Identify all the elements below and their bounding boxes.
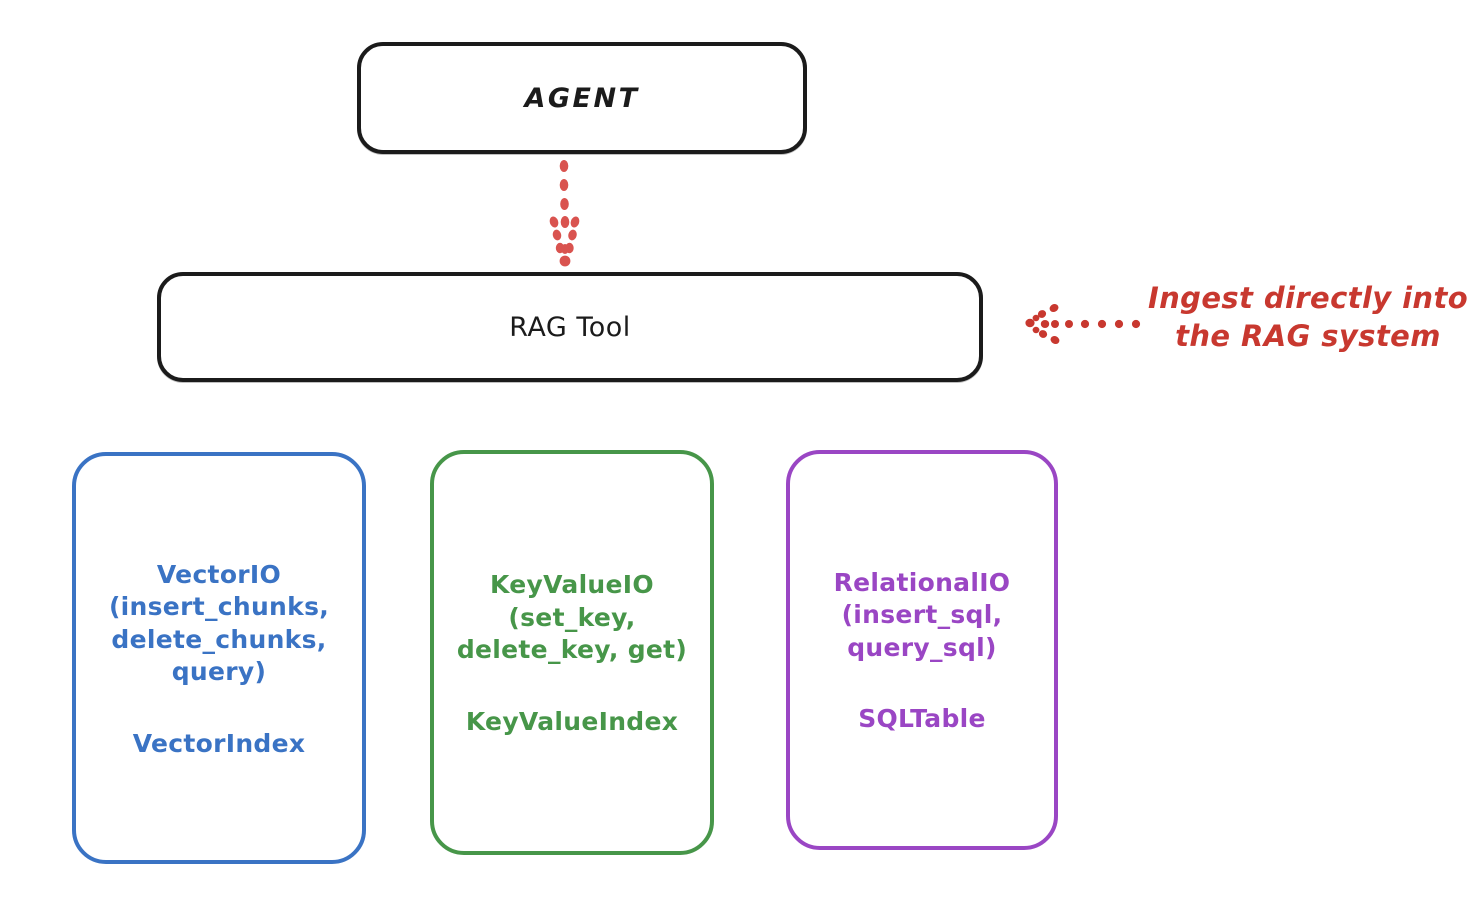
- node-relational-io-index: SQLTable: [858, 704, 986, 734]
- node-vector-io-index: VectorIndex: [132, 728, 306, 758]
- node-rag-tool[interactable]: RAG Tool: [157, 272, 983, 382]
- node-agent[interactable]: AGENT: [357, 42, 807, 154]
- connector-ingest-arrow-icon: [1025, 304, 1141, 344]
- node-key-value-io-api: KeyValueIO (set_key, delete_key, get): [456, 570, 688, 665]
- node-agent-label: AGENT: [524, 82, 640, 114]
- node-relational-io[interactable]: RelationalIO (insert_sql, query_sql) SQL…: [786, 450, 1058, 850]
- node-relational-io-api: RelationalIO (insert_sql, query_sql): [833, 567, 1011, 662]
- node-vector-io[interactable]: VectorIO (insert_chunks, delete_chunks, …: [72, 452, 366, 864]
- annotation-ingest: Ingest directly into the RAG system: [1147, 281, 1469, 354]
- node-rag-tool-label: RAG Tool: [509, 311, 631, 343]
- node-vector-io-api: VectorIO (insert_chunks, delete_chunks, …: [108, 559, 330, 687]
- node-key-value-io[interactable]: KeyValueIO (set_key, delete_key, get) Ke…: [430, 450, 714, 855]
- node-key-value-io-index: KeyValueIndex: [465, 706, 679, 736]
- connector-agent-to-rag-tool-icon: [549, 160, 580, 267]
